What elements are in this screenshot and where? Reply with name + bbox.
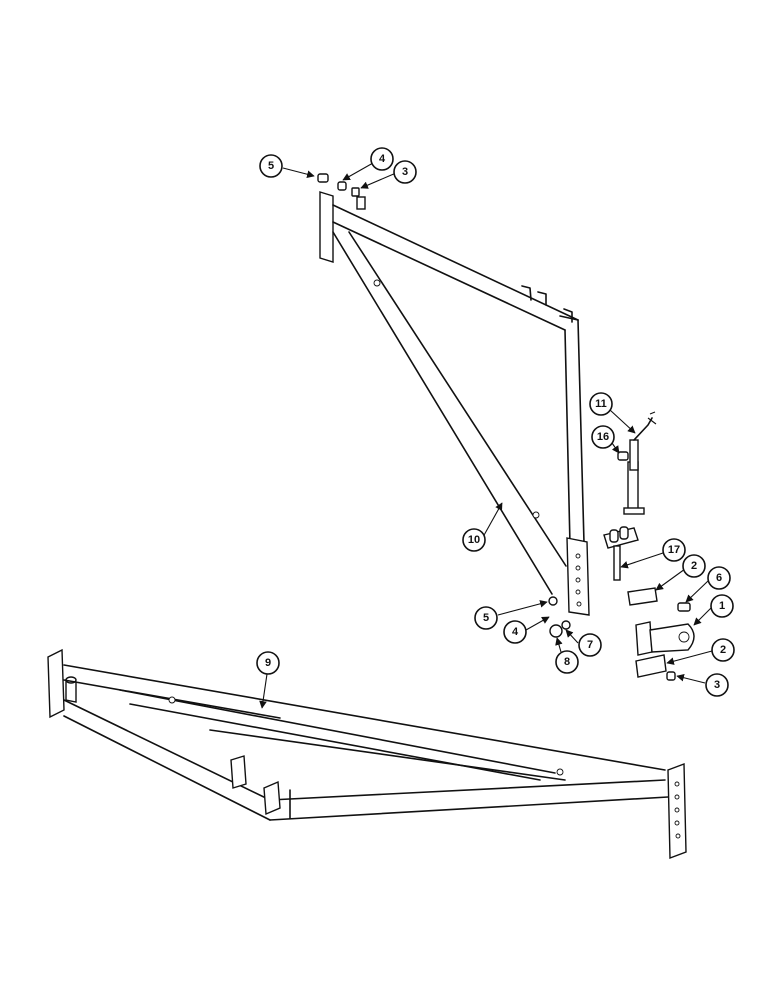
- callout-label: 2: [691, 560, 697, 572]
- callout-label: 8: [564, 656, 570, 668]
- callout-label: 6: [716, 572, 722, 584]
- callout-2-lower: 2: [711, 638, 735, 662]
- callout-6: 6: [707, 566, 731, 590]
- upper-hole-plate: [566, 537, 590, 616]
- pad-part-2-lower: [635, 654, 667, 678]
- callout-4-top: 4: [370, 147, 394, 171]
- callout-1: 1: [710, 594, 734, 618]
- lower-post-hardware: [548, 596, 676, 681]
- callout-3-lower: 3: [705, 673, 729, 697]
- callout-label: 17: [668, 544, 680, 556]
- lower-frame-part-9: [47, 648, 687, 860]
- callout-label: 2: [720, 644, 726, 656]
- callout-label: 5: [483, 612, 489, 624]
- callout-10: 10: [462, 528, 486, 552]
- upper-frame-part-10: [319, 191, 590, 616]
- callout-3-top: 3: [393, 160, 417, 184]
- hitch-eye-part-1: [635, 602, 695, 656]
- callout-2-upper: 2: [682, 554, 706, 578]
- leader-lines: [259, 162, 713, 709]
- jack-stand-part-11: [617, 411, 657, 515]
- callout-9: 9: [256, 651, 280, 675]
- upper-hardware: [317, 173, 360, 197]
- callout-5-lower: 5: [474, 606, 498, 630]
- clamp-bracket-part-17: [603, 526, 639, 581]
- callout-17: 17: [662, 538, 686, 562]
- callout-label: 7: [587, 639, 593, 651]
- callout-label: 16: [597, 431, 609, 443]
- callout-label: 4: [512, 626, 519, 638]
- callout-label: 3: [402, 166, 408, 178]
- callout-label: 9: [265, 657, 271, 669]
- callout-16: 16: [591, 425, 615, 449]
- callout-label: 3: [714, 679, 720, 691]
- callout-4-lower: 4: [503, 620, 527, 644]
- callout-7: 7: [578, 633, 602, 657]
- callout-5-top: 5: [259, 154, 283, 178]
- callout-11: 11: [589, 392, 613, 416]
- callout-label: 5: [268, 160, 274, 172]
- callout-label: 10: [468, 534, 480, 546]
- upper-mounting-plate: [319, 191, 334, 263]
- callout-8: 8: [555, 650, 579, 674]
- callout-label: 4: [379, 153, 386, 165]
- callout-label: 1: [719, 600, 725, 612]
- lower-mounting-plate: [47, 648, 65, 719]
- callout-label: 11: [595, 398, 607, 410]
- pad-part-2-upper: [627, 587, 658, 606]
